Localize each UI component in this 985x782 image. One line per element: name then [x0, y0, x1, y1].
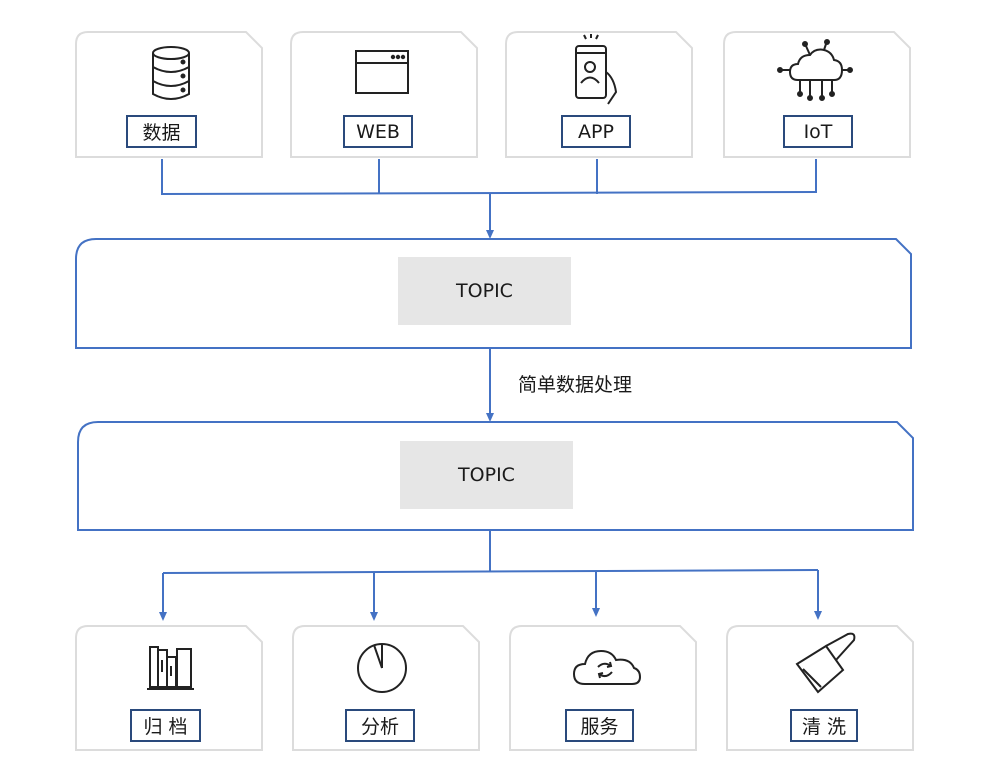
source-card-data: [75, 31, 263, 158]
mobile-app-icon: [575, 34, 618, 105]
consumer-card-analysis: [292, 625, 480, 751]
source-label-app: APP: [561, 115, 631, 148]
consumer-label-archive: 归 档: [130, 709, 201, 742]
source-card-web: [290, 31, 478, 158]
database-icon: [152, 46, 190, 100]
source-card-iot: [723, 31, 911, 158]
consumer-card-clean: [726, 625, 914, 751]
consumer-label-clean: 清 洗: [790, 709, 858, 742]
consumer-connectors: [159, 531, 822, 621]
pie-chart-icon: [357, 643, 407, 693]
consumer-label-analysis: 分析: [345, 709, 415, 742]
consumer-label-service: 服务: [565, 709, 634, 742]
source-connectors: [160, 159, 818, 239]
source-label-data: 数据: [126, 115, 197, 148]
iot-cloud-icon: [777, 39, 853, 101]
process-caption: 简单数据处理: [518, 374, 633, 396]
source-label-web: WEB: [343, 115, 413, 148]
topic-bottom: TOPIC: [400, 441, 573, 509]
browser-window-icon: [355, 50, 409, 94]
source-card-app: [505, 31, 693, 158]
cleaning-brush-icon: [795, 632, 856, 694]
consumer-card-service: [509, 625, 697, 751]
source-label-iot: IoT: [783, 115, 853, 148]
cloud-sync-icon: [572, 649, 642, 685]
archive-books-icon: [147, 646, 194, 690]
topic-top: TOPIC: [398, 257, 571, 325]
